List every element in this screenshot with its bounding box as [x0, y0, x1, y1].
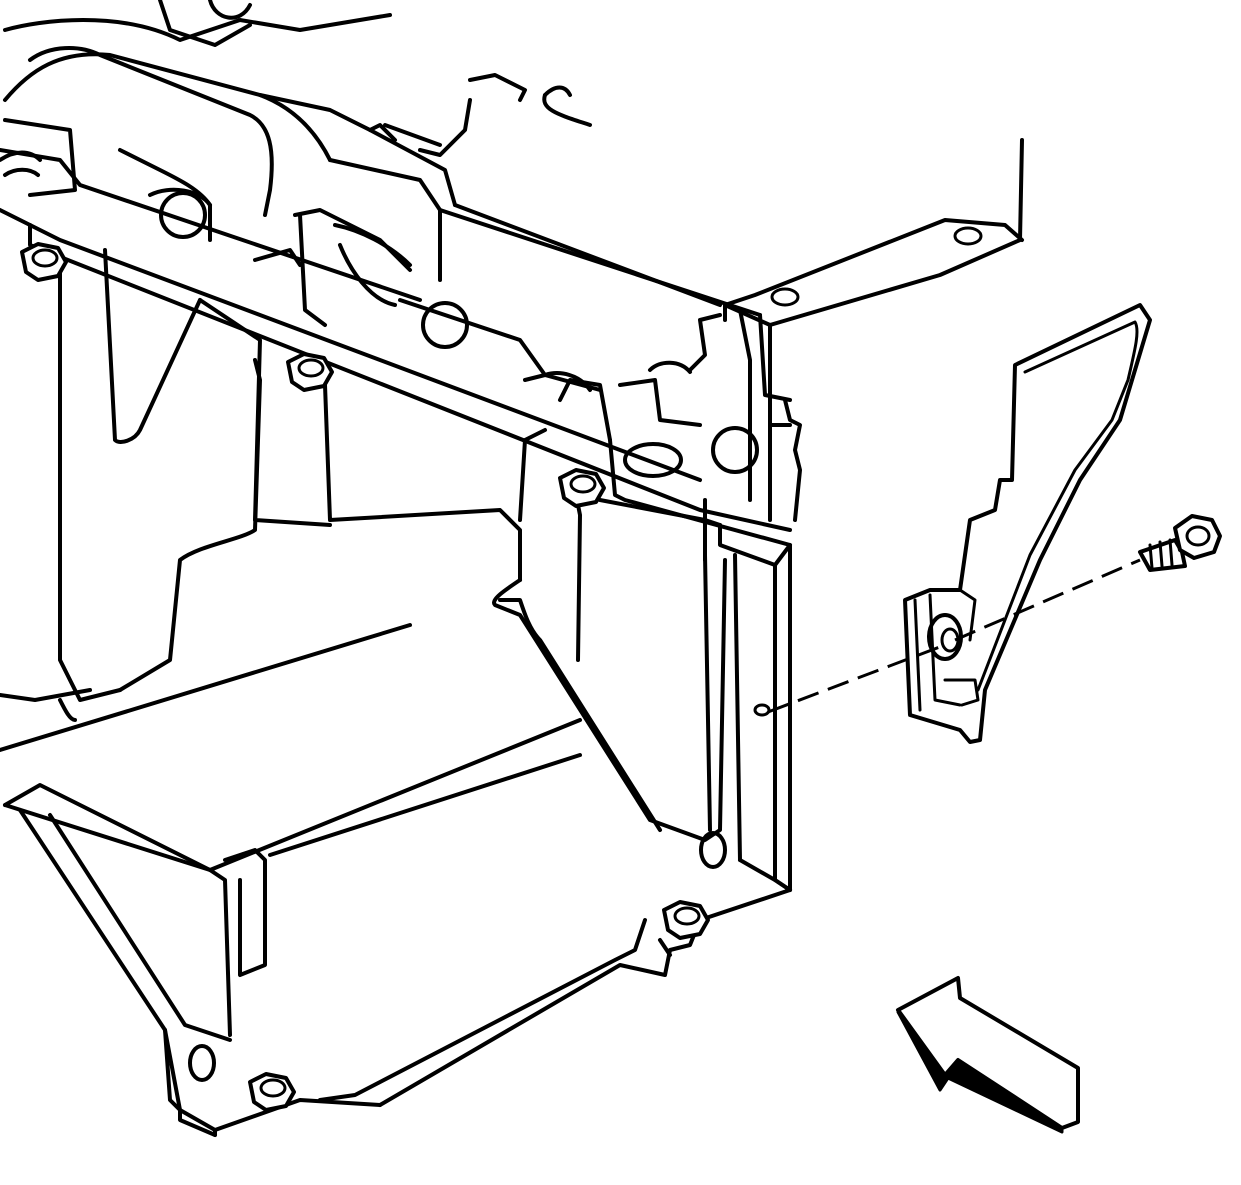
hex-bolt-3 — [558, 468, 606, 508]
engine-block — [0, 0, 792, 532]
view-direction-arrow — [896, 976, 1080, 1134]
oil-pan — [0, 248, 792, 1137]
support-bracket — [723, 138, 1024, 522]
hex-bolt-5 — [248, 1072, 296, 1112]
alignment-line — [767, 558, 1141, 714]
mounting-bolt — [1138, 514, 1222, 572]
hex-bolt-2 — [286, 352, 334, 392]
hex-bolt-4 — [662, 900, 710, 940]
mount-bracket — [903, 303, 1152, 744]
hex-bolt-1 — [20, 242, 68, 282]
